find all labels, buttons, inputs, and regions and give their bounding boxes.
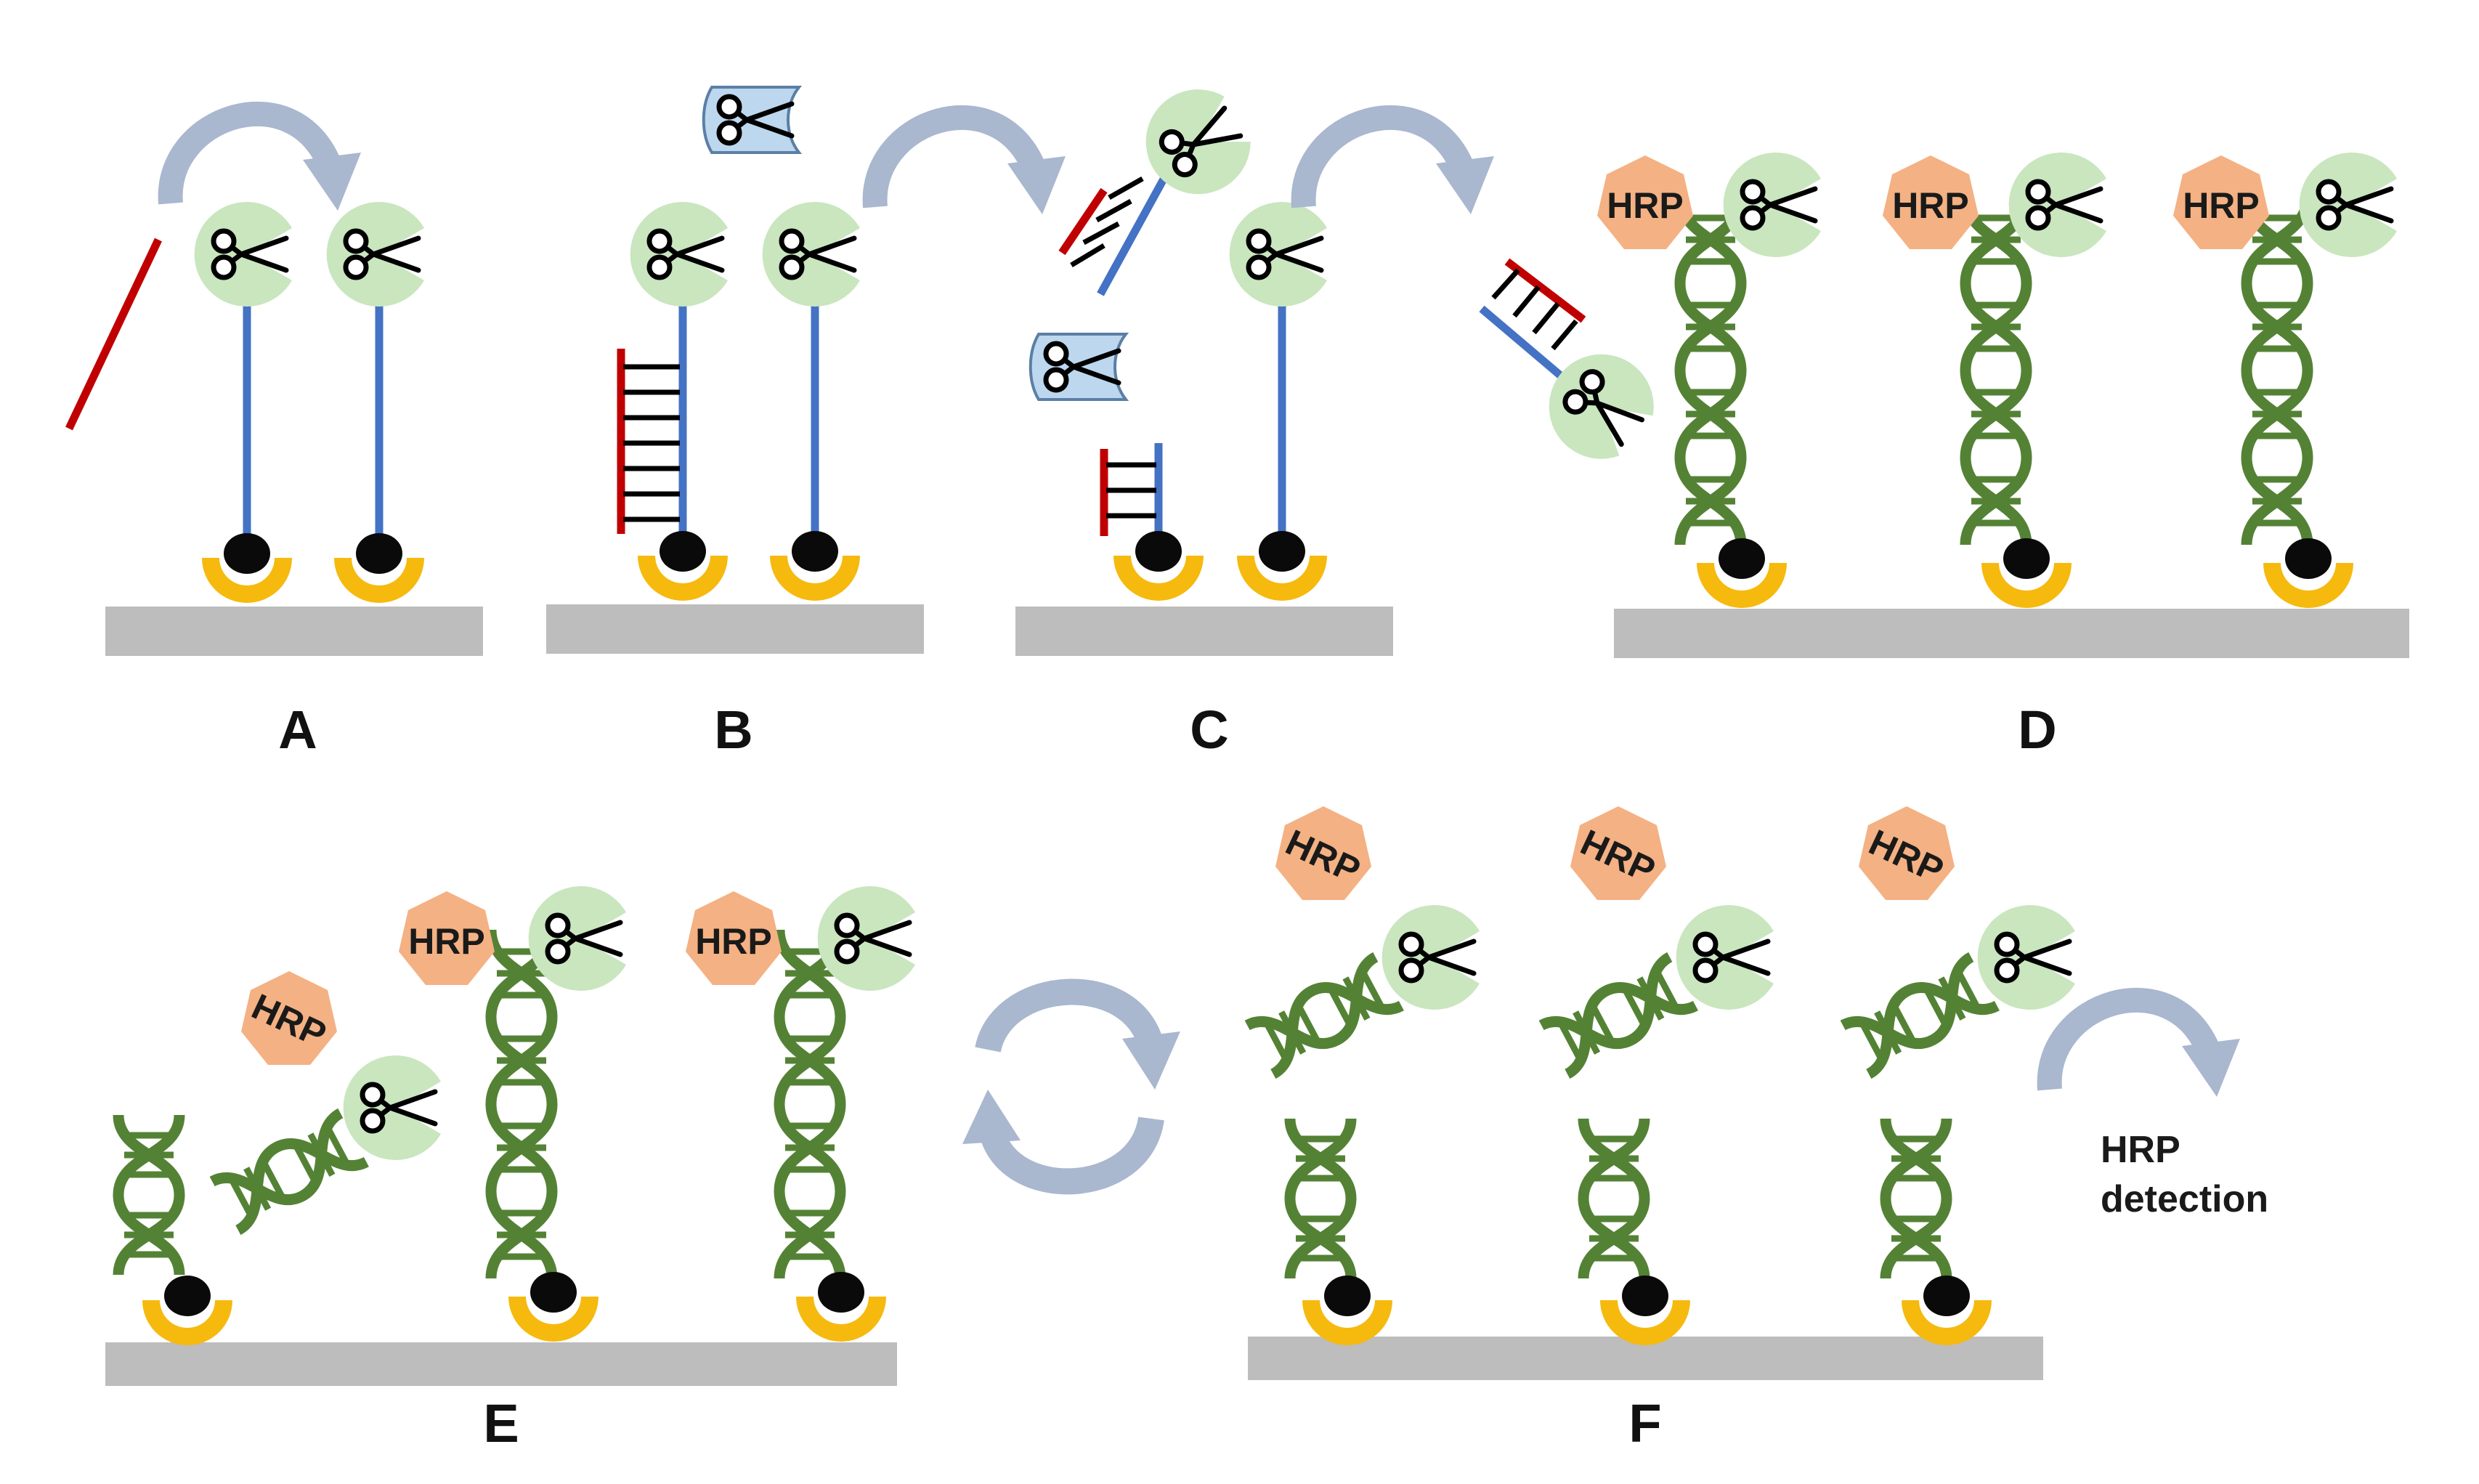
cartridge-icon (704, 87, 799, 153)
helix-unit: HRP (1247, 806, 1480, 1345)
arc-arrow-icon (2050, 1000, 2240, 1097)
helix-unit: HRP (1597, 153, 1821, 608)
panel-label-d: D (2018, 700, 2056, 760)
panel-label-f: F (1628, 1393, 1661, 1453)
panel-label-c: C (1190, 700, 1228, 760)
helix-unit (118, 1115, 232, 1345)
helix-unit: HRP (1541, 806, 1774, 1345)
detection-note-line1: HRP (2101, 1129, 2180, 1171)
hrp-label: HRP (2183, 185, 2260, 226)
panel-a: A (65, 114, 483, 760)
panel-f: HRP HRP HRP HRP detection F (1247, 806, 2268, 1453)
cartridge-icon (1031, 334, 1126, 400)
hrp-label: HRP (1892, 185, 1969, 226)
panel-label-e: E (483, 1393, 519, 1453)
panel-b: B (546, 87, 1066, 760)
helix-unit: HRP (1843, 806, 2075, 1345)
helix-unit: HRP (1883, 153, 2106, 608)
helix-unit: HRP (399, 886, 626, 1342)
arc-arrow-icon (171, 114, 361, 211)
cleaved-fragment: HRP (212, 971, 441, 1230)
panel-e: HRP HRP HRP E (105, 886, 915, 1453)
helix-unit: HRP (2173, 153, 2397, 608)
panel-label-a: A (278, 700, 317, 760)
panel-label-b: B (714, 700, 752, 760)
hrp-label: HRP (408, 921, 485, 962)
arc-arrow-icon (1304, 118, 1494, 214)
hrp-label: HRP (1607, 185, 1684, 226)
helix-unit: HRP (686, 886, 915, 1342)
hrp-label: HRP (695, 921, 772, 962)
panel-d: HRP HRP HRP D (1479, 153, 2409, 760)
cycle-icon (962, 978, 1180, 1195)
panel-c: C (1015, 74, 1494, 760)
arc-arrow-icon (875, 118, 1066, 214)
detection-note-line2: detection (2101, 1178, 2268, 1220)
